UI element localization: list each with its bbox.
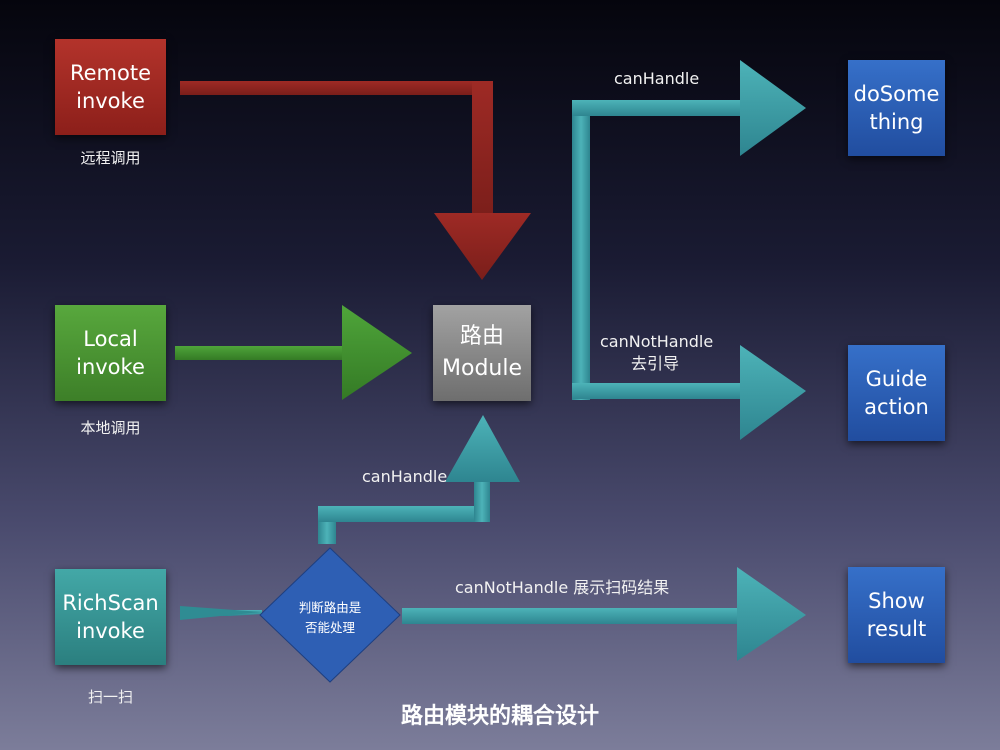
dosomething-line1: doSome (853, 82, 940, 106)
decision-to-router-arrow (318, 415, 520, 544)
remote-invoke-line1: Remote (69, 61, 152, 85)
decision-to-show-arrow (402, 567, 806, 661)
show-result-box: Show result (848, 567, 945, 663)
guide-action-line1: Guide (865, 367, 928, 391)
remote-invoke-box: Remote invoke (55, 39, 166, 135)
guide-action-box: Guide action (848, 345, 945, 441)
router-module-line2: Module (442, 356, 522, 381)
remote-invoke-line2: invoke (76, 89, 145, 113)
local-to-router-arrow (175, 305, 412, 400)
richscan-invoke-line1: RichScan (62, 591, 159, 615)
richscan-invoke-caption: 扫一扫 (87, 688, 133, 706)
dosomething-line2: thing (869, 110, 924, 134)
local-invoke-line2: invoke (76, 355, 145, 379)
decision-label: 判断路由是 否能处理 (275, 598, 385, 638)
guide-action-line2: action (864, 395, 929, 419)
diagram-title: 路由模块的耦合设计 (400, 704, 599, 729)
remote-invoke-caption: 远程调用 (80, 149, 141, 167)
richscan-invoke-line2: invoke (76, 619, 145, 643)
richscan-invoke-box: RichScan invoke (55, 569, 166, 665)
richscan-to-decision-arrow (180, 606, 262, 620)
edge-label-can-handle-bottom: canHandle (362, 467, 448, 486)
edge-label-can-handle-top: canHandle (614, 69, 700, 88)
router-module-box: 路由 Module (433, 305, 531, 401)
edge-label-guide: 去引导 (631, 354, 680, 373)
decision-line2: 否能处理 (304, 620, 355, 635)
remote-to-router-arrow (180, 81, 531, 280)
edge-label-cannot-handle-top: canNotHandle (600, 332, 714, 351)
show-result-line2: result (866, 617, 927, 641)
local-invoke-line1: Local (83, 327, 138, 351)
show-result-line1: Show (868, 589, 925, 613)
edge-label-cannot-handle-bottom: canNotHandle 展示扫码结果 (455, 578, 670, 597)
router-to-dosomething-arrow (572, 60, 806, 400)
dosomething-box: doSome thing (848, 60, 945, 156)
router-module-line1: 路由 (459, 324, 504, 349)
decision-line1: 判断路由是 (298, 600, 362, 615)
router-to-guide-arrow (572, 345, 806, 440)
local-invoke-caption: 本地调用 (80, 419, 141, 437)
decision-diamond (259, 547, 401, 683)
local-invoke-box: Local invoke (55, 305, 166, 401)
